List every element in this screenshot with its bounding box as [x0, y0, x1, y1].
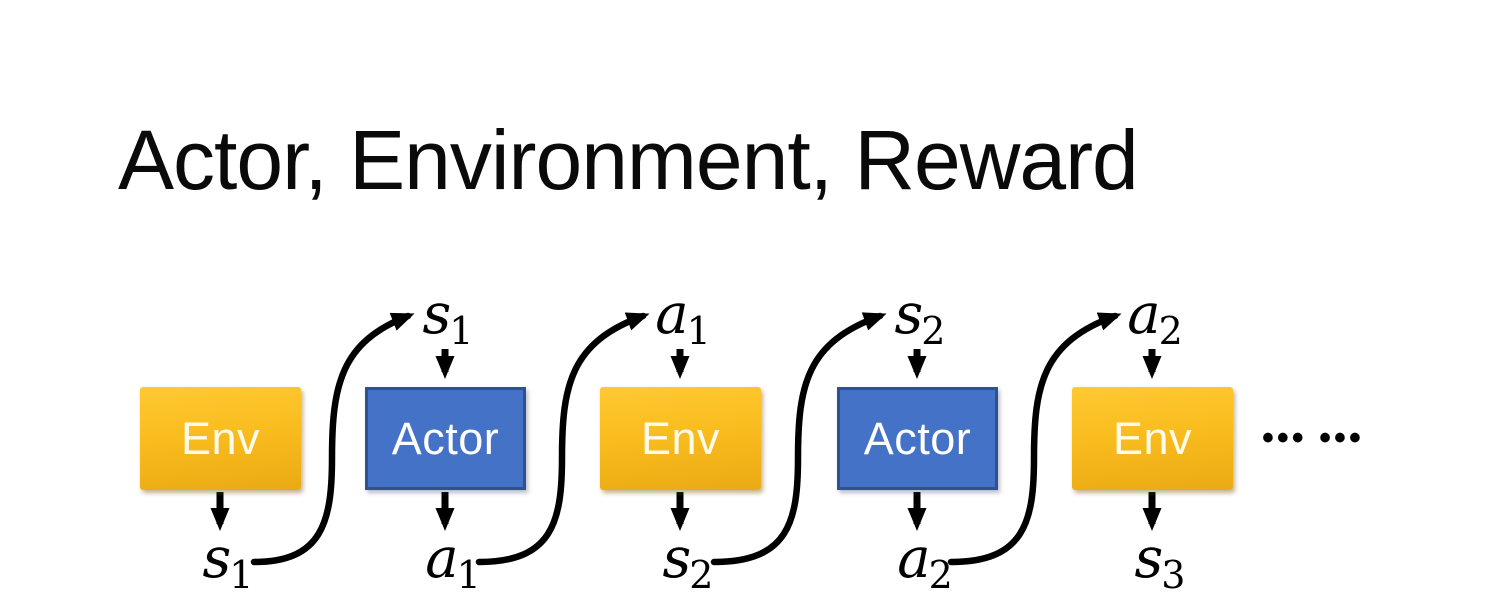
top-label-a2-var: a [1127, 282, 1161, 347]
top-label-a2-sub: 2 [1158, 308, 1183, 353]
top-label-s2: s2 [895, 287, 946, 350]
bottom-label-s1-var: s [202, 526, 232, 591]
curve-arrow-a1 [475, 312, 650, 566]
bottom-label-a2-sub: 2 [928, 552, 953, 597]
bottom-label-s2-var: s [662, 526, 692, 591]
env-box-1: Env [140, 387, 301, 490]
top-label-s2-sub: 2 [921, 308, 946, 353]
bottom-label-s1-sub: 1 [229, 552, 254, 597]
actor-box-2-label: Actor [863, 412, 972, 464]
bottom-label-s3: s3 [1135, 531, 1186, 594]
bottom-label-s2-sub: 2 [689, 552, 714, 597]
actor-box-2: Actor [837, 387, 998, 490]
top-label-a1-var: a [655, 282, 689, 347]
env-box-1-label: Env [180, 412, 261, 464]
top-label-s2-var: s [894, 282, 924, 347]
bottom-label-s3-sub: 3 [1161, 552, 1186, 597]
curve-arrow-s1 [250, 312, 415, 566]
env-box-2: Env [600, 387, 761, 490]
bottom-label-a1-var: a [425, 526, 459, 591]
top-label-s1-sub: 1 [449, 308, 474, 353]
env-box-3: Env [1072, 387, 1233, 490]
top-label-s1-var: s [422, 282, 452, 347]
ellipsis: ••• ••• [1262, 419, 1364, 457]
curve-arrow-a2 [947, 312, 1122, 566]
top-label-s1: s1 [423, 287, 474, 350]
env-box-2-label: Env [640, 412, 721, 464]
bottom-label-s1: s1 [203, 531, 254, 594]
curve-arrow-s2 [710, 312, 887, 566]
bottom-label-s2: s2 [663, 531, 714, 594]
bottom-label-s3-var: s [1134, 526, 1164, 591]
bottom-label-a2-var: a [897, 526, 931, 591]
env-box-3-label: Env [1112, 412, 1193, 464]
actor-box-1: Actor [365, 387, 526, 490]
top-label-a1-sub: 1 [686, 308, 711, 353]
bottom-label-a1: a1 [425, 531, 481, 594]
bottom-label-a2: a2 [897, 531, 953, 594]
bottom-label-a1-sub: 1 [456, 552, 481, 597]
page-title: Actor, Environment, Reward [118, 113, 1139, 207]
top-label-a2: a2 [1127, 287, 1183, 350]
top-label-a1: a1 [655, 287, 711, 350]
actor-box-1-label: Actor [391, 412, 500, 464]
